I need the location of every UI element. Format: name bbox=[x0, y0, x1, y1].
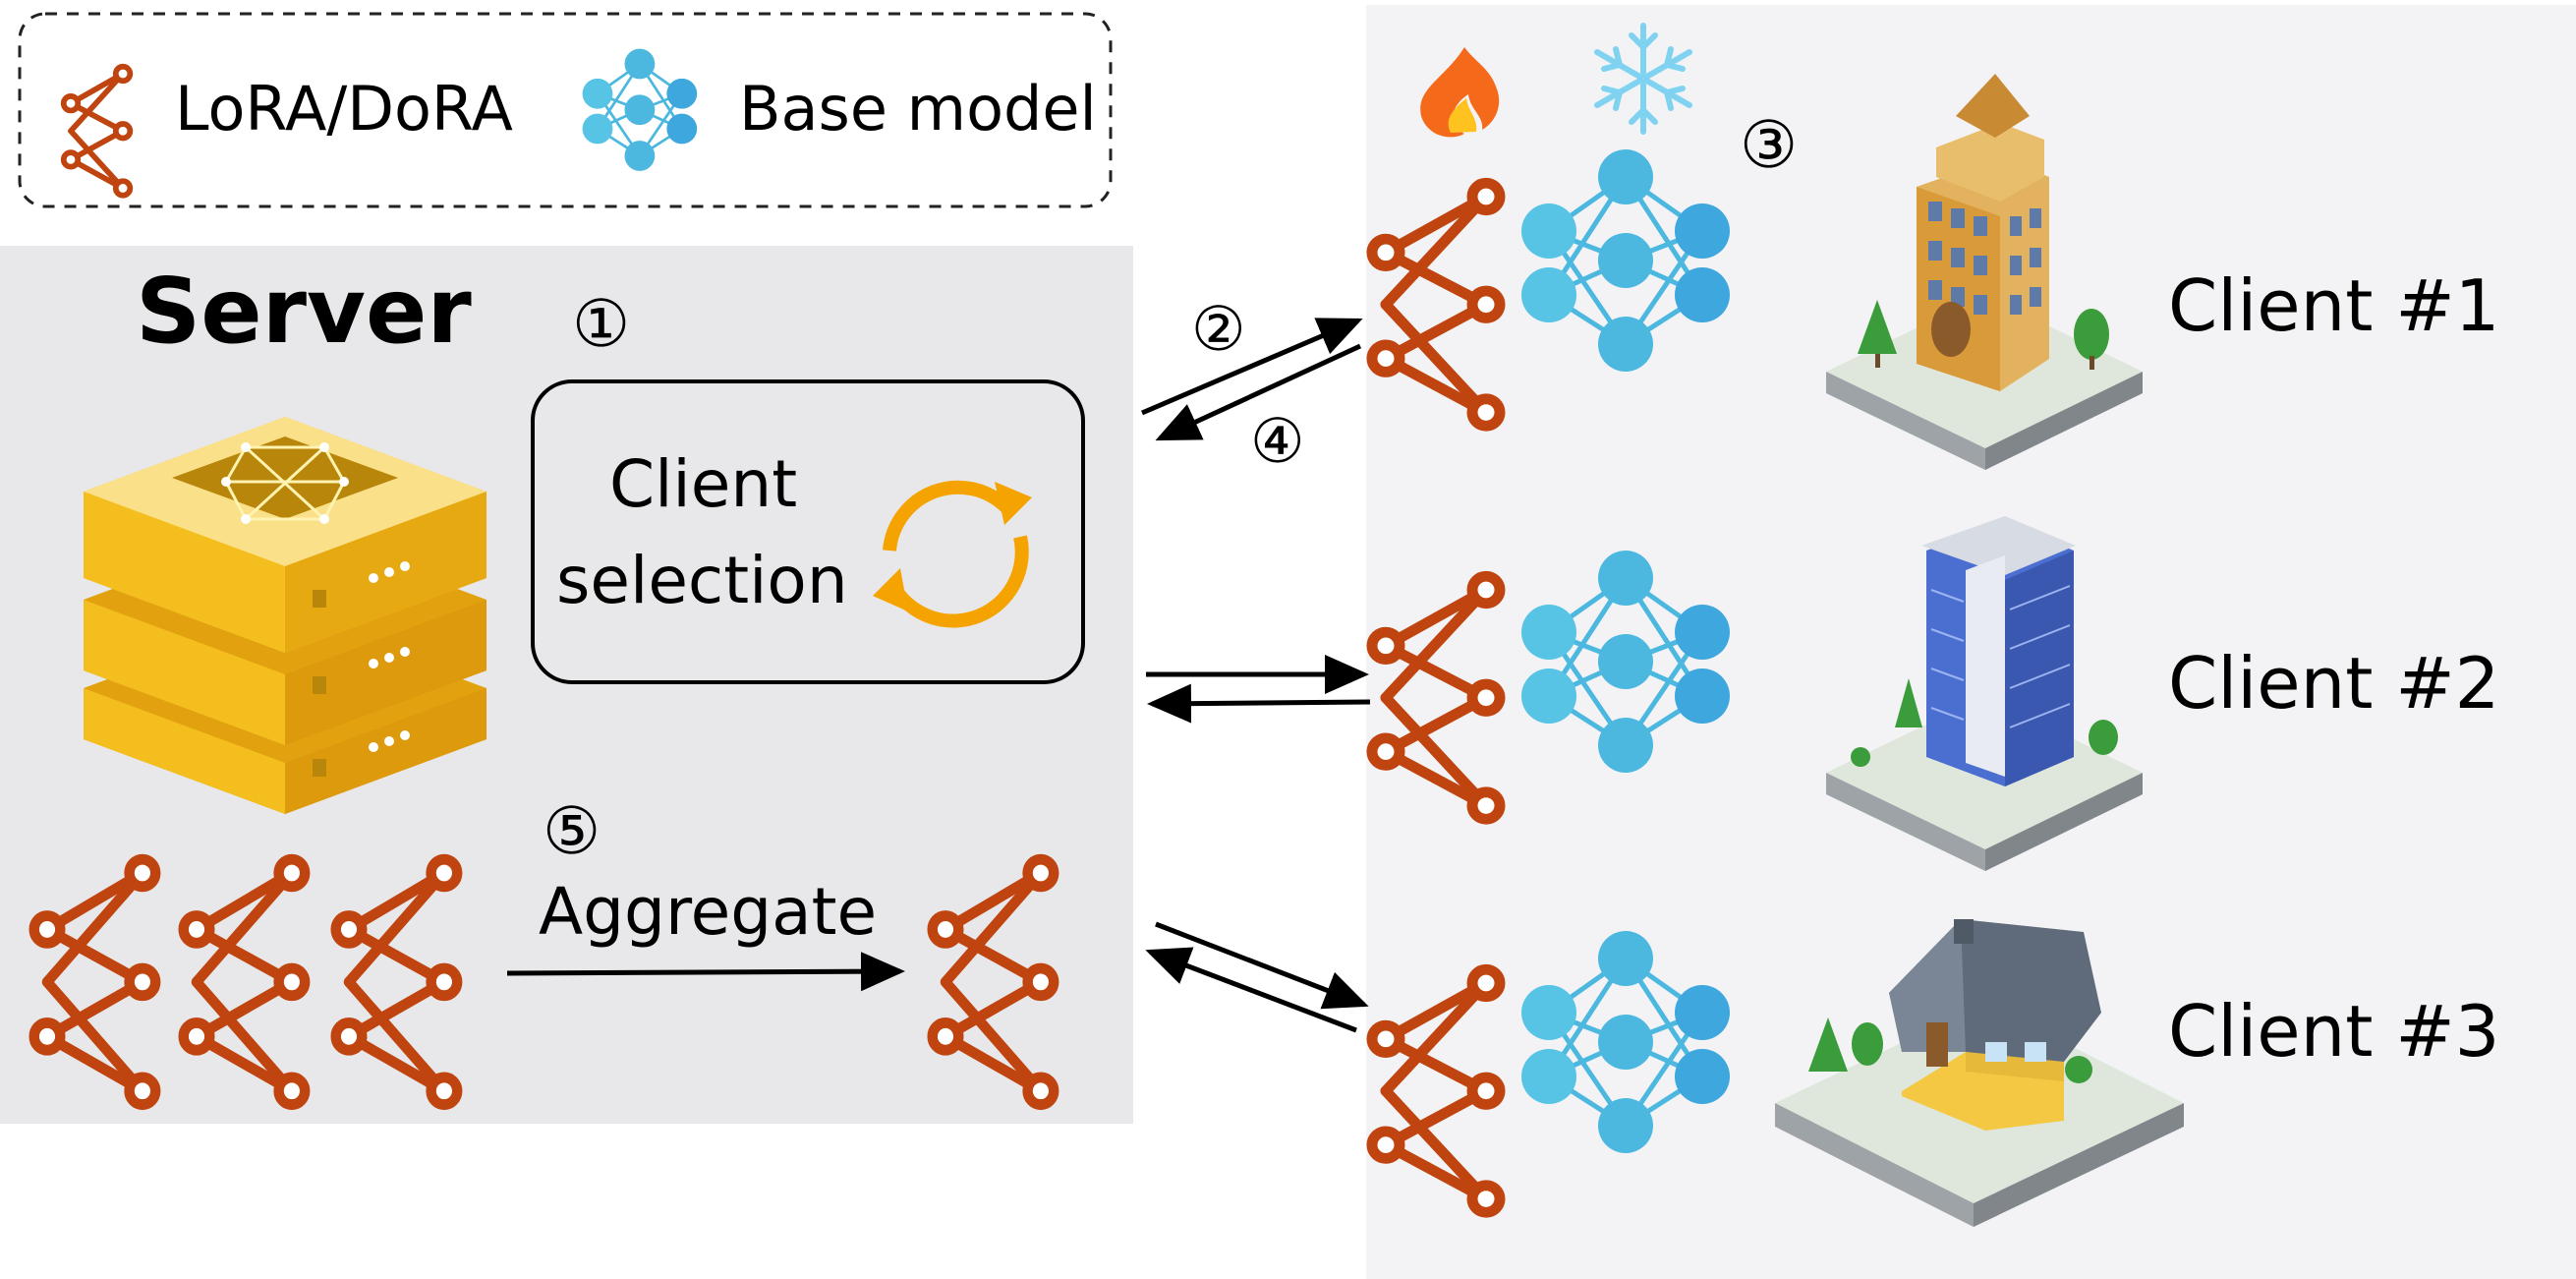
client-selection-line1: Client bbox=[609, 446, 797, 522]
arrows-client-1 bbox=[1141, 318, 1363, 441]
client-1-label: Client #1 bbox=[2168, 264, 2499, 347]
sync-icon bbox=[883, 480, 1029, 628]
server-icon bbox=[84, 417, 487, 814]
legend-lora-label: LoRA/DoRA bbox=[175, 73, 513, 145]
blue-office-icon bbox=[1826, 516, 2143, 871]
aggregate-label: Aggregate bbox=[539, 874, 877, 950]
step-1-marker: ① bbox=[572, 286, 630, 362]
step-2-marker: ② bbox=[1191, 293, 1246, 365]
step-4-marker: ④ bbox=[1250, 405, 1305, 477]
legend: LoRA/DoRA Base model bbox=[18, 12, 1113, 208]
aggregate-arrow bbox=[506, 952, 905, 992]
office-tower-icon bbox=[1826, 74, 2143, 470]
client-selection-box: Client selection bbox=[531, 379, 1085, 684]
snowflake-icon bbox=[1594, 23, 1692, 135]
arrows-client-3 bbox=[1145, 921, 1369, 1033]
client-selection-line2: selection bbox=[556, 543, 848, 618]
client-2-label: Client #2 bbox=[2168, 642, 2499, 725]
server-title: Server bbox=[136, 259, 472, 364]
house-icon bbox=[1775, 919, 2184, 1227]
step-5-marker: ⑤ bbox=[543, 793, 601, 869]
legend-base-label: Base model bbox=[739, 73, 1097, 145]
arrows-client-2 bbox=[1146, 655, 1371, 724]
fire-icon bbox=[1420, 47, 1500, 138]
step-3-marker: ③ bbox=[1740, 107, 1798, 183]
client-3-label: Client #3 bbox=[2168, 990, 2499, 1073]
